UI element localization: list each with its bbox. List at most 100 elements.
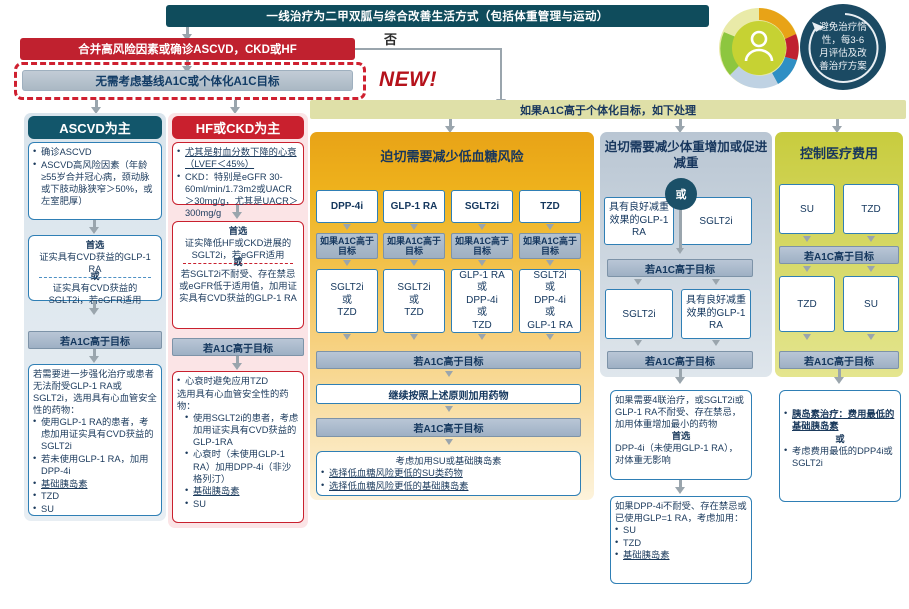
list-item: ASCVD高风险因素（年龄≥55岁合并冠心病，颈动脉或下肢动脉狭窄＞50%，或左… bbox=[33, 158, 157, 207]
hypo-final-title: 考虑加用SU或基础胰岛素 bbox=[395, 456, 502, 466]
connector-arrow bbox=[89, 227, 99, 234]
list-item: 若未使用GLP-1 RA，加用DPP-4i bbox=[33, 452, 157, 477]
connector-line bbox=[236, 356, 239, 364]
ascvd-title: ASCVD为主 bbox=[28, 116, 162, 139]
first-choice-option-b: 证实具有CVD获益的SGLT2i，若eGFR适用 bbox=[48, 283, 142, 306]
hypo-a1c-chip-1: 如果A1C高于目标 bbox=[383, 233, 445, 259]
weight-second-right: 具有良好减重效果的GLP-1 RA bbox=[681, 289, 751, 339]
cost-a1c-bar-2: 若A1C高于目标 bbox=[779, 351, 899, 369]
list-item: 考虑费用最低的DPP4i或SGLT2i bbox=[784, 444, 896, 469]
hfckd-a1c-chip: 若A1C高于目标 bbox=[172, 338, 304, 356]
connector-arrow bbox=[834, 377, 844, 384]
connector-arrow bbox=[712, 340, 720, 346]
weight-quad-card: 如果需要4联治疗，或SGLT2i或GLP-1 RA不耐受、存在禁忌，加用体重增加… bbox=[610, 390, 752, 480]
hypo-option-0: DPP-4i bbox=[316, 190, 378, 223]
connector-arrow bbox=[803, 334, 811, 340]
connector-arrow bbox=[182, 66, 192, 73]
connector-arrow bbox=[232, 212, 242, 219]
cost-option-1: TZD bbox=[843, 184, 899, 234]
connector-arrow bbox=[867, 266, 875, 272]
hypo-option-3: TZD bbox=[519, 190, 581, 223]
connector-arrow bbox=[867, 334, 875, 340]
connector-arrow bbox=[89, 308, 99, 315]
hypo-a1c-chip-0: 如果A1C高于目标 bbox=[316, 233, 378, 259]
connector-arrow bbox=[675, 487, 685, 494]
weight-quad-first-text: DPP-4i（未使用GLP-1 RA），对体重无影响 bbox=[615, 443, 738, 466]
connector-line bbox=[93, 349, 96, 357]
connector-line bbox=[236, 205, 239, 213]
no-baseline-a1c-bar: 无需考虑基线A1C或个体化A1C目标 bbox=[22, 70, 353, 91]
hypo-continue-bar: 继续按照上述原则加用药物 bbox=[316, 384, 581, 404]
connector-arrow bbox=[675, 377, 685, 384]
connector-arrow bbox=[675, 126, 685, 133]
weight-second-left: SGLT2i bbox=[605, 289, 673, 339]
list-item: 选择低血糖风险更低的基础胰岛素 bbox=[321, 479, 576, 492]
list-item: 使用SGLT2i的患者，考虑加用证实具有CVD获益的GLP-1RA bbox=[185, 411, 299, 448]
weight-final-card: 如果DPP-4i不耐受、存在禁忌或已使用GLP=1 RA，考虑加用： SU TZ… bbox=[610, 496, 752, 584]
connector-line bbox=[679, 205, 682, 250]
ascvd-escalation-card: 若需要进一步强化治疗或患者无法耐受GLP-1 RA或SGLT2i，选用具有心血管… bbox=[28, 364, 162, 516]
hypo-a1c-bar-1: 若A1C高于目标 bbox=[316, 351, 581, 369]
connector-arrow bbox=[343, 334, 351, 340]
connector-arrow bbox=[410, 334, 418, 340]
connector-arrow bbox=[478, 224, 486, 230]
hypo-second-1: SGLT2i 或 TZD bbox=[383, 269, 445, 333]
weight-option-left: 具有良好减重效果的GLP-1 RA bbox=[604, 197, 674, 245]
connector-arrow bbox=[445, 371, 453, 377]
connector-arrow bbox=[343, 260, 351, 266]
connector-arrow bbox=[546, 224, 554, 230]
list-item: SU bbox=[615, 523, 747, 536]
list-item: 使用GLP-1 RA的患者，考虑加用证实具有CVD获益的SGLT2i bbox=[33, 415, 157, 452]
cost-final-or: 或 bbox=[835, 433, 845, 444]
list-item: CKD：特别是eGFR 30-60ml/min/1.73m2或UACR＞30mg… bbox=[177, 170, 299, 219]
ascvd-first-choice-card: 首选 证实具有CVD获益的GLP-1 RA 或 证实具有CVD获益的SGLT2i… bbox=[28, 235, 162, 305]
connector-arrow bbox=[546, 334, 554, 340]
list-item: 基础胰岛素 bbox=[33, 477, 157, 490]
hypo-a1c-bar-2: 若A1C高于目标 bbox=[316, 418, 581, 437]
hypo-second-2: GLP-1 RA 或 DPP-4i 或 TZD bbox=[451, 269, 513, 333]
connector-line bbox=[449, 119, 452, 127]
svg-text:避免治疗惰: 避免治疗惰 bbox=[819, 21, 867, 33]
list-item: 基础胰岛素 bbox=[185, 484, 299, 497]
risk-factor-bar: 合并高风险因素或确诊ASCVD，CKD或HF bbox=[20, 38, 355, 60]
connector-arrow bbox=[676, 248, 684, 254]
hypo-option-2: SGLT2i bbox=[451, 190, 513, 223]
a1c-above-individual-target-bar: 如果A1C高于个体化目标，如下处理 bbox=[310, 100, 906, 119]
hfckd-title: HF或CKD为主 bbox=[172, 116, 304, 139]
cost-final-item-0: 胰岛素治疗：费用最低的基础胰岛素 bbox=[792, 409, 895, 432]
hypo-second-3: SGLT2i 或 DPP-4i 或 GLP-1 RA bbox=[519, 269, 581, 333]
svg-text:善治疗方案: 善治疗方案 bbox=[819, 60, 867, 72]
connector-arrow bbox=[803, 266, 811, 272]
hypo-second-0: SGLT2i 或 TZD bbox=[316, 269, 378, 333]
connector-arrow bbox=[343, 224, 351, 230]
connector-line bbox=[93, 220, 96, 228]
escalate-intro: 若需要进一步强化治疗或患者无法耐受GLP-1 RA或SGLT2i，选用具有心血管… bbox=[33, 369, 157, 416]
connector-arrow bbox=[634, 340, 642, 346]
hypo-option-1: GLP-1 RA bbox=[383, 190, 445, 223]
no-branch-vline bbox=[500, 48, 502, 101]
weight-or-badge: 或 bbox=[665, 178, 697, 210]
connector-arrow bbox=[546, 260, 554, 266]
connector-arrow bbox=[832, 126, 842, 133]
list-item: 选择低血糖风险更低的SU类药物 bbox=[321, 466, 576, 479]
connector-line bbox=[679, 480, 682, 488]
treatment-inertia-logo: 避免治疗惰 性，每3-6 月评估及改 善治疗方案 bbox=[719, 4, 886, 90]
first-line-therapy-bar: 一线治疗为二甲双胍与综合改善生活方式（包括体重管理与运动） bbox=[166, 5, 709, 27]
first-choice-option-a: 证实降低HF或CKD进展的SGLT2i，若eGFR适用 bbox=[184, 238, 292, 261]
connector-arrow bbox=[867, 236, 875, 242]
svg-text:月评估及改: 月评估及改 bbox=[819, 47, 867, 59]
first-choice-label: 首选 bbox=[85, 240, 105, 250]
connector-arrow bbox=[803, 236, 811, 242]
list-item: SU bbox=[33, 502, 157, 515]
connector-arrow bbox=[230, 107, 240, 114]
list-item: TZD bbox=[615, 536, 747, 549]
weight-quad-text: 如果需要4联治疗，或SGLT2i或GLP-1 RA不耐受、存在禁忌，加用体重增加… bbox=[615, 395, 744, 430]
connector-arrow bbox=[445, 406, 453, 412]
hypo-a1c-chip-2: 如果A1C高于目标 bbox=[451, 233, 513, 259]
connector-arrow bbox=[445, 126, 455, 133]
connector-line bbox=[836, 119, 839, 127]
cost-second-0: TZD bbox=[779, 276, 835, 332]
escalate-sub: 选用具有心血管安全性的药物： bbox=[177, 388, 289, 411]
first-choice-option-a: 证实具有CVD获益的GLP-1 RA bbox=[39, 252, 151, 275]
connector-arrow bbox=[89, 356, 99, 363]
